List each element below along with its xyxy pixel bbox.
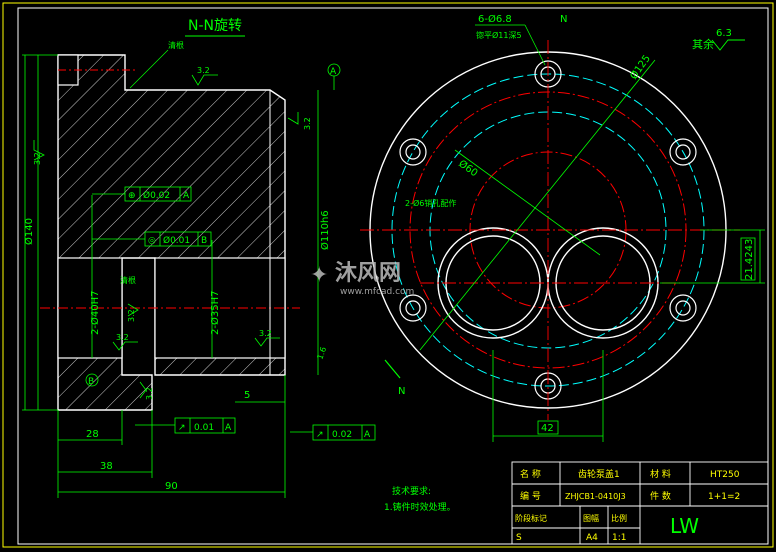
tb-material-label: 材 料 <box>650 468 671 480</box>
svg-text:↗: ↗ <box>178 423 186 433</box>
tb-qty-value: 1+1=2 <box>708 492 740 502</box>
view-label-n-bottom: N <box>398 386 405 397</box>
note-clean-top: 清根 <box>168 40 184 50</box>
plan-view: 6-Ø6.8 锪平Ø11深5 Ø125 Ø60 2-Ø6销孔配作 N N 42 … <box>360 13 765 442</box>
watermark: ✦ 沐风网 www.mfcad.com <box>310 261 414 297</box>
roughness-7: 3.2 <box>145 387 154 400</box>
roughness-4: 3.2 <box>127 309 136 322</box>
tb-material-value: HT250 <box>710 470 740 480</box>
tb-scale-label: 比例 <box>611 513 627 523</box>
roughness-marks <box>33 74 299 399</box>
watermark-url: www.mfcad.com <box>340 287 414 297</box>
svg-text:A: A <box>183 191 190 201</box>
tb-scale-value: 1:1 <box>612 533 626 543</box>
svg-text:0.01: 0.01 <box>194 423 214 433</box>
svg-text:A: A <box>364 430 371 440</box>
tol-frame-runout-1: ↗ 0.01 A <box>135 417 236 434</box>
tb-sheet-label: 图幅 <box>583 513 599 523</box>
tb-name-value: 齿轮泵盖1 <box>578 468 620 480</box>
svg-text:↗: ↗ <box>316 430 324 440</box>
roughness-8: 1.6 <box>315 346 328 361</box>
view-label-n-top: N <box>560 14 567 25</box>
tb-code-label: 编 号 <box>520 490 541 502</box>
tb-name-label: 名 称 <box>520 468 541 480</box>
datum-a-label: A <box>330 67 337 77</box>
watermark-brand: 沐风网 <box>335 261 401 286</box>
section-view: N-N旋转 Ø140 Ø110h6 2-Ø40H7 2-Ø35H7 28 38 … <box>22 18 376 498</box>
roughness-other: 6.3 <box>716 28 732 39</box>
technical-notes: 技术要求: 1.铸件时效处理。 <box>384 485 456 513</box>
tb-sheet-value: A4 <box>586 533 598 543</box>
dim-len28: 28 <box>86 429 99 440</box>
svg-text:B: B <box>201 236 207 246</box>
dim-len38: 38 <box>100 461 113 472</box>
tb-stage-value: S <box>516 533 522 543</box>
tech-heading: 技术要求: <box>392 485 431 497</box>
thread-note: 锪平Ø11深5 <box>476 30 522 40</box>
tb-qty-label: 件 数 <box>650 490 671 502</box>
dim-len90: 90 <box>165 481 178 492</box>
svg-text:Ø0.02: Ø0.02 <box>143 190 170 201</box>
roughness-3: 3.2 <box>303 117 312 130</box>
tb-designer: LW <box>670 514 699 538</box>
holes-note: 6-Ø6.8 <box>478 13 512 25</box>
roughness-5: 3.2 <box>116 333 129 342</box>
dim-bore35: 2-Ø35H7 <box>209 291 221 335</box>
dim-42: 42 <box>541 423 554 434</box>
dim-bore40: 2-Ø40H7 <box>89 291 101 335</box>
svg-text:0.02: 0.02 <box>332 430 352 440</box>
svg-text:Ø0.01: Ø0.01 <box>163 235 190 246</box>
datum-b-label: B <box>88 377 94 387</box>
dim-dia140: Ø140 <box>23 218 35 245</box>
svg-text:⊕: ⊕ <box>128 191 136 201</box>
roughness-1: 3.2 <box>197 66 210 75</box>
tech-item-1: 1.铸件时效处理。 <box>384 501 456 513</box>
note-clean-mid: 清根 <box>120 275 136 285</box>
roughness-6: 3.2 <box>259 329 272 338</box>
watermark-logo-icon: ✦ <box>310 263 328 288</box>
dim-dia110: Ø110h6 <box>319 210 331 250</box>
dim-side: 21.4243 <box>744 239 755 280</box>
other-label: 其余 <box>692 37 714 51</box>
drawing-inner-frame <box>17 7 769 545</box>
tol-frame-runout-2: ↗ 0.02 A <box>290 424 376 441</box>
dim-len5: 5 <box>244 390 250 401</box>
svg-text:◎: ◎ <box>148 236 156 246</box>
tb-code-value: ZHJCB1-0410J3 <box>565 492 626 501</box>
pin-note: 2-Ø6销孔配作 <box>405 198 456 208</box>
tol-frame-position: ⊕ Ø0.02 A <box>92 186 192 202</box>
section-title: N-N旋转 <box>188 18 242 34</box>
svg-text:A: A <box>225 423 232 433</box>
roughness-2: 3.2 <box>33 152 42 165</box>
title-block <box>511 461 769 545</box>
tol-frame-coaxial: ◎ Ø0.01 B <box>92 231 212 247</box>
tb-stage-label: 阶段标记 <box>515 513 547 523</box>
